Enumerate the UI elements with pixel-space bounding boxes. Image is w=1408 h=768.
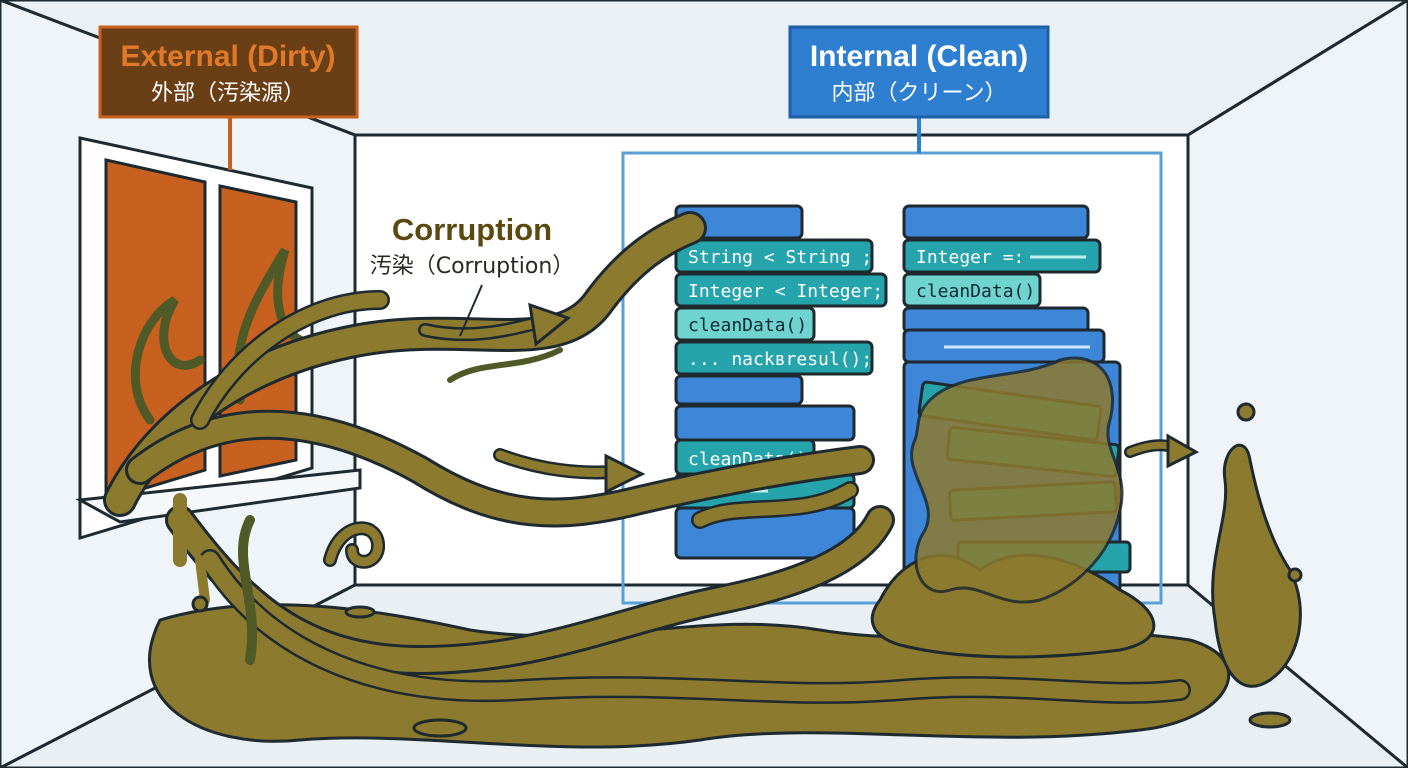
sludge-tentacles xyxy=(103,211,1303,749)
code-block xyxy=(674,306,816,342)
internal-subtitle: 内部（クリーン） xyxy=(832,81,1007,106)
code-block xyxy=(902,306,1090,334)
code-block xyxy=(674,340,874,376)
code-block xyxy=(674,238,874,274)
code-block xyxy=(674,374,804,406)
corruption-title: Corruption xyxy=(392,212,552,247)
code-block xyxy=(902,204,1090,240)
code-line: ... nackвresul(); xyxy=(688,349,872,370)
corruption-annotation: Corruption 汚染（Corruption） xyxy=(370,212,575,337)
corruption-subtitle: 汚染（Corruption） xyxy=(370,254,575,279)
code-line: String < String ; xyxy=(688,247,872,268)
external-title: External (Dirty) xyxy=(120,40,335,73)
code-block xyxy=(902,272,1042,308)
annotation-leader-line xyxy=(459,284,483,337)
sludge-overflow xyxy=(910,356,1124,604)
internal-title: Internal (Clean) xyxy=(810,40,1028,73)
external-subtitle: 外部（汚染源） xyxy=(151,81,305,106)
code-line: cleanData() xyxy=(916,281,1035,302)
code-block xyxy=(674,272,888,308)
corruption-arrows xyxy=(418,302,1200,495)
window-icon xyxy=(75,136,362,541)
code-block xyxy=(674,404,856,442)
code-line: Integer < Integer; xyxy=(688,281,883,302)
code-line: cleanData() xyxy=(688,315,807,336)
internal-label-box: Internal (Clean) 内部（クリーン） xyxy=(788,25,1050,153)
external-label-box: External (Dirty) 外部（汚染源） xyxy=(98,25,359,170)
code-line: Integer =: xyxy=(916,247,1024,268)
sludge-splash xyxy=(1211,443,1302,688)
code-block xyxy=(902,238,1102,274)
